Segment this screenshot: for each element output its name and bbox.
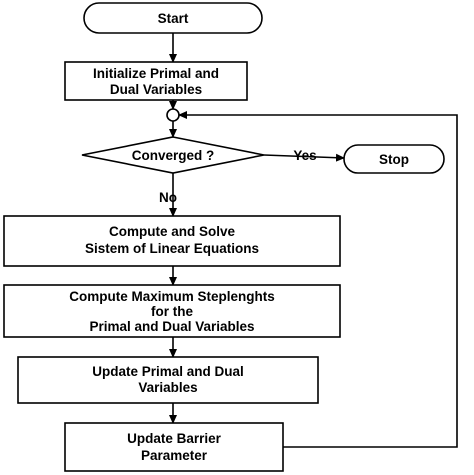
steplength-node: Compute Maximum Steplenghts for the Prim… — [3, 284, 341, 338]
decision-node: Converged ? — [81, 136, 265, 174]
connector-yes — [263, 153, 345, 162]
no-label: No — [159, 190, 177, 205]
start-node: Start — [83, 2, 263, 34]
solve-node: Compute and Solve Sistem of Linear Equat… — [3, 215, 341, 267]
init-node: Initialize Primal and Dual Variables — [64, 61, 248, 101]
stop-node: Stop — [343, 144, 445, 174]
update-barrier-label-line1: Update Barrier — [127, 431, 222, 446]
solve-label-line2: Sistem of Linear Equations — [85, 241, 259, 256]
start-label: Start — [158, 11, 189, 26]
steplength-label-line3: Primal and Dual Variables — [89, 319, 254, 334]
decision-label: Converged ? — [132, 148, 215, 163]
update-vars-label-line2: Variables — [138, 380, 197, 395]
steplength-label-line1: Compute Maximum Steplenghts — [69, 289, 275, 304]
yes-label: Yes — [293, 148, 316, 163]
update-vars-label-line1: Update Primal and Dual — [92, 364, 244, 379]
steplength-label-line2: for the — [151, 304, 193, 319]
update-vars-node: Update Primal and Dual Variables — [17, 356, 319, 404]
connector-loop-back — [178, 111, 458, 448]
stop-label: Stop — [379, 152, 409, 167]
junction-circle — [166, 108, 180, 122]
update-barrier-label-line2: Parameter — [141, 448, 208, 463]
init-label-line1: Initialize Primal and — [93, 66, 219, 81]
solve-label-line1: Compute and Solve — [109, 224, 236, 239]
update-barrier-node: Update Barrier Parameter — [64, 422, 284, 472]
init-label-line2: Dual Variables — [110, 82, 202, 97]
